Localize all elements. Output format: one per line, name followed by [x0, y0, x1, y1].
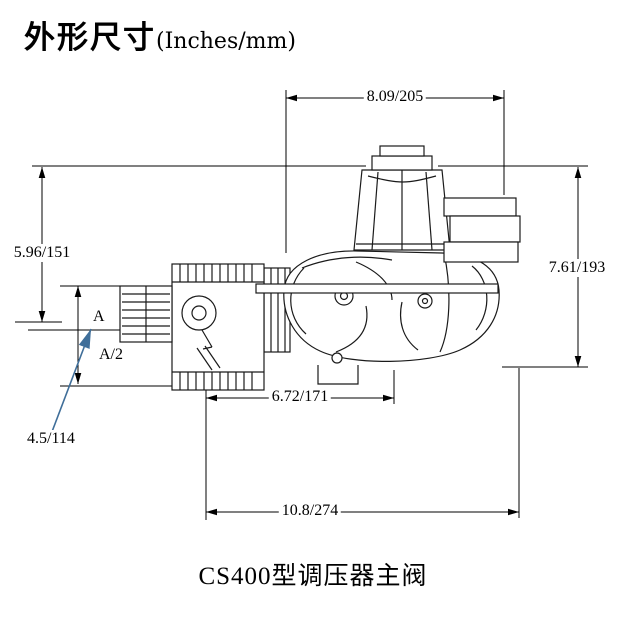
spring-case-stack [443, 197, 521, 263]
valve-drawing-group [119, 145, 521, 391]
threaded-inlet-boss [119, 285, 173, 343]
dim-top-width-label: 8.09/205 [363, 88, 427, 106]
valve-body-left [119, 263, 291, 391]
bonnet-dome [353, 145, 451, 251]
port-circle [181, 295, 217, 331]
page-title: 外形尺寸(Inches/mm) [24, 12, 296, 57]
valve-body-block [171, 263, 265, 391]
dim-a-half-label: A/2 [96, 346, 126, 364]
dim-left-height-label: 5.96/151 [10, 244, 74, 262]
port-circle-inner [191, 305, 207, 321]
dim-a-label: A [90, 308, 108, 326]
bottom-outlet [317, 352, 359, 385]
dim-a-value-label: 4.5/114 [24, 430, 78, 448]
title-chinese: 外形尺寸 [24, 20, 156, 55]
dim-right-height-label: 7.61/193 [545, 259, 609, 277]
dim-port-width-label: 6.72/171 [268, 388, 332, 406]
dim-overall-width-label: 10.8/274 [278, 502, 342, 520]
diaphragm-flange-bar [255, 283, 499, 294]
top-cap [379, 145, 425, 157]
title-units: (Inches/mm) [156, 29, 296, 54]
diaphragm-casing [283, 250, 500, 362]
bolt-circle [417, 293, 433, 309]
drawing-caption: CS400型调压器主阀 [198, 563, 428, 590]
pointer-arrow [49, 328, 92, 438]
bolt-circle-inner [421, 297, 429, 305]
